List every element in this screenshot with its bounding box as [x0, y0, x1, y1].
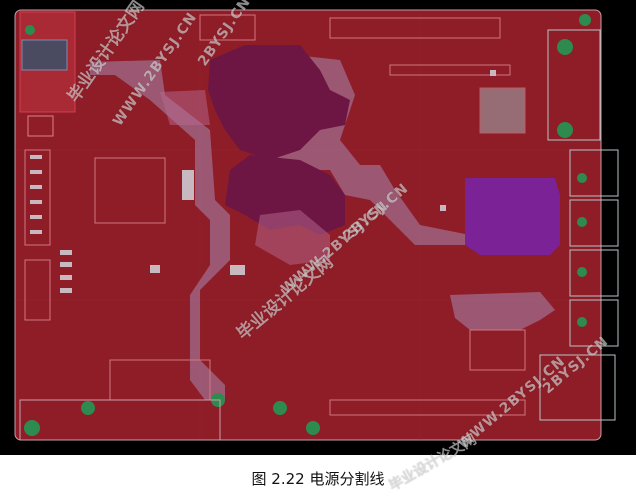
bottom-left-outline — [19, 399, 221, 441]
chip-outlines — [24, 87, 526, 416]
figure-caption: 图 2.22 电源分割线 — [0, 468, 636, 489]
power-plane-purple — [465, 178, 560, 255]
mounting-pads — [24, 14, 591, 436]
power-plane-magenta — [208, 45, 350, 235]
top-headers — [199, 14, 511, 76]
pcb-layout-view — [0, 0, 636, 455]
caption-text: 电源分割线 — [309, 470, 385, 488]
power-plane-highlight — [160, 90, 330, 265]
right-connectors — [539, 29, 619, 421]
caption-label: 图 2.22 — [251, 470, 305, 488]
component-marks — [30, 70, 496, 293]
